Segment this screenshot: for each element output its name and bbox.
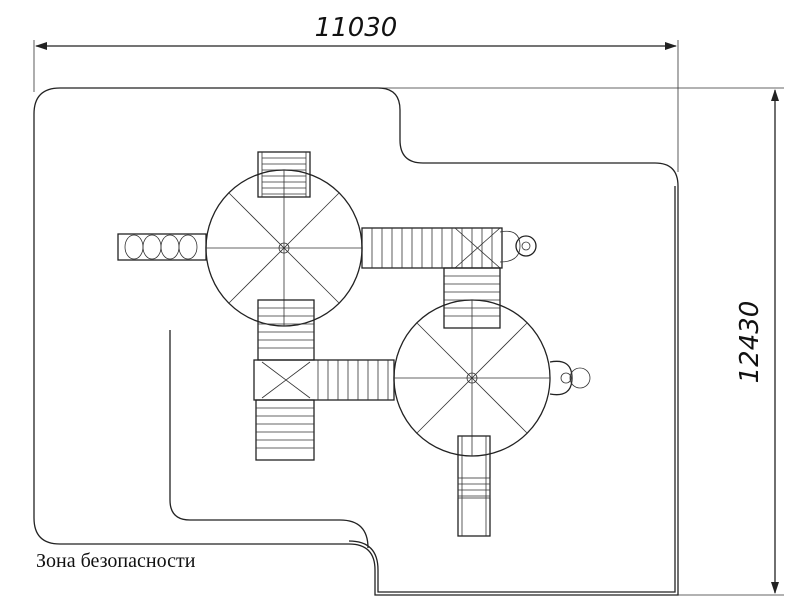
upper-bridge xyxy=(361,227,503,269)
safety-zone-inner-outline xyxy=(348,186,676,593)
upper-left-tower-roof xyxy=(205,169,363,327)
lower-bridge xyxy=(253,359,395,401)
safety-zone-inner-step xyxy=(169,330,369,549)
right-play-panel xyxy=(549,360,591,396)
ring-climber xyxy=(117,233,207,261)
width-dimension-label: 11030 xyxy=(315,13,398,43)
lower-slide xyxy=(457,435,491,537)
height-dimension-label: 12430 xyxy=(735,301,765,384)
safety-zone-caption: Зона безопасности xyxy=(36,550,196,572)
width-dimension: 11030 xyxy=(33,13,679,172)
lower-right-tower-roof xyxy=(393,299,551,457)
height-dimension: 12430 xyxy=(375,87,784,596)
left-vertical-walkway xyxy=(257,299,315,361)
upper-play-panel xyxy=(499,230,537,263)
safety-zone-outer-outline xyxy=(33,87,679,596)
lower-left-stairs xyxy=(255,399,315,461)
